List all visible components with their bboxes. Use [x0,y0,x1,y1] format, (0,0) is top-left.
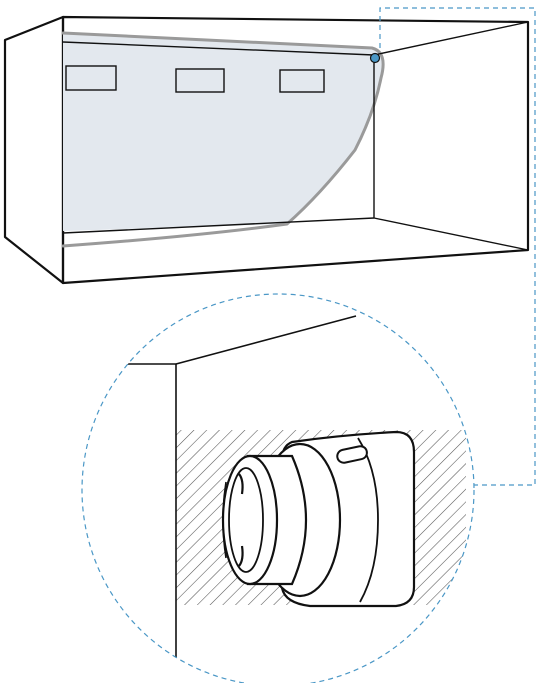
room-view [3,15,530,285]
device-knob-notch-top [238,473,244,495]
inner-floor-right [373,217,529,251]
room-left-wall [3,15,65,285]
window-1 [65,65,117,91]
mount-point-icon [369,52,381,64]
device-slot [336,445,368,464]
device-icon [221,430,416,608]
zoom-detail [81,293,475,683]
corner-diagonal [175,315,357,365]
zoom-circle [81,293,475,683]
device-knob-ring [228,467,264,573]
window-2 [175,68,225,93]
device-plate-contour [357,437,379,603]
window-3 [279,69,325,93]
curtain-edge [61,31,385,248]
curtain-panel [63,33,384,231]
device-knob-notch-bottom [238,545,244,567]
curtain-rail [62,41,375,56]
inner-top-right [373,21,529,56]
inner-floor-back [62,217,375,234]
device-knob-edge [222,481,227,559]
